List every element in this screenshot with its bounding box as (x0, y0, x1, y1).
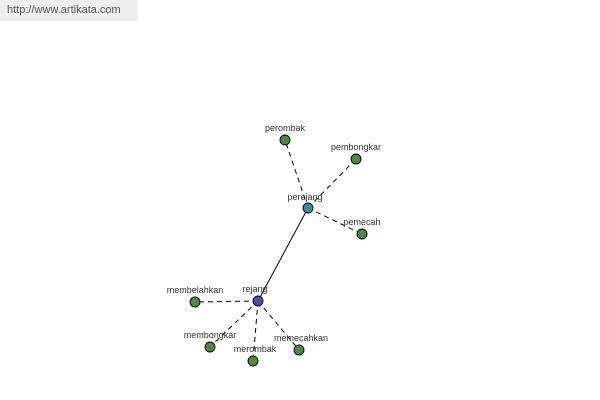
graph-labels: rejang perejang perombak pembongkar pemecah m… (167, 123, 381, 354)
graph-nodes (189, 134, 368, 367)
edge-rejang-membongkar (209, 300, 259, 348)
edge-rejang-memecahkan (257, 300, 300, 351)
graph-edges (194, 139, 363, 362)
edge-perejang-perombak (284, 139, 309, 209)
node-label-pemecah: pemecah (343, 217, 380, 227)
node-membongkar[interactable] (204, 341, 216, 353)
node-rejang[interactable] (252, 295, 264, 307)
node-label-membelahkan: membelahkan (167, 285, 224, 295)
node-perejang[interactable] (302, 202, 314, 214)
node-label-memecahkan: memecahkan (274, 333, 328, 343)
source-url: http://www.artikata.com (0, 0, 138, 21)
node-perombak[interactable] (279, 134, 291, 146)
node-memecahkan[interactable] (293, 344, 305, 356)
node-merombak[interactable] (247, 355, 259, 367)
edge-perejang-pemecah (307, 207, 363, 235)
node-label-merombak: merombak (234, 344, 277, 354)
edge-rejang-merombak (252, 300, 259, 362)
edge-perejang-pembongkar (307, 158, 357, 209)
node-label-pembongkar: pembongkar (331, 142, 381, 152)
node-label-rejang: rejang (242, 284, 267, 294)
node-label-perejang: perejang (287, 192, 322, 202)
edge-rejang-membelahkan (194, 300, 259, 303)
node-membelahkan[interactable] (189, 296, 201, 308)
node-pemecah[interactable] (356, 228, 368, 240)
node-label-perombak: perombak (265, 123, 306, 133)
node-label-membongkar: membongkar (184, 330, 237, 340)
edge-rejang-perejang (257, 207, 309, 302)
node-pembongkar[interactable] (350, 153, 362, 165)
